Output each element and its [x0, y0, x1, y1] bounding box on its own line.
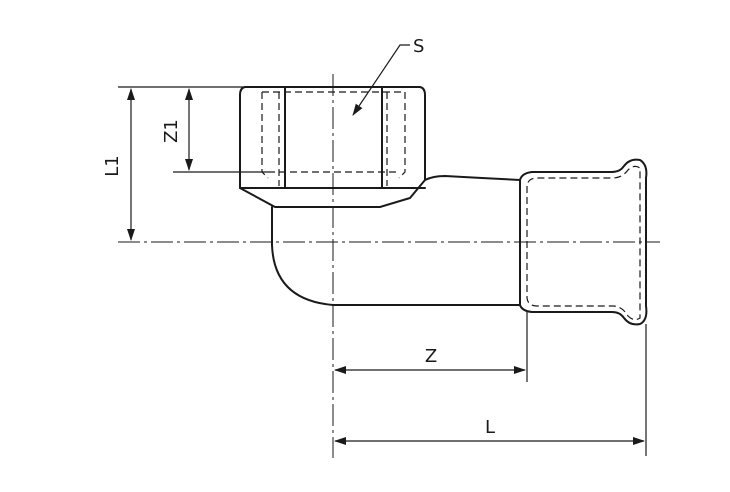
thread-hidden-left [261, 92, 269, 179]
press-socket-outline [519, 158, 648, 326]
elbow-top-edge [424, 175, 521, 181]
press-socket-hidden [526, 165, 641, 321]
label-z: Z [425, 346, 437, 367]
elbow-body-outline [271, 206, 521, 306]
label-z1: Z1 [161, 119, 182, 143]
hex-nut-outline [239, 86, 426, 208]
label-s: S [413, 36, 424, 57]
leader-line-s [352, 44, 410, 116]
thread-hidden-right [398, 92, 406, 179]
label-l1: L1 [102, 155, 123, 176]
label-l: L [485, 417, 495, 438]
